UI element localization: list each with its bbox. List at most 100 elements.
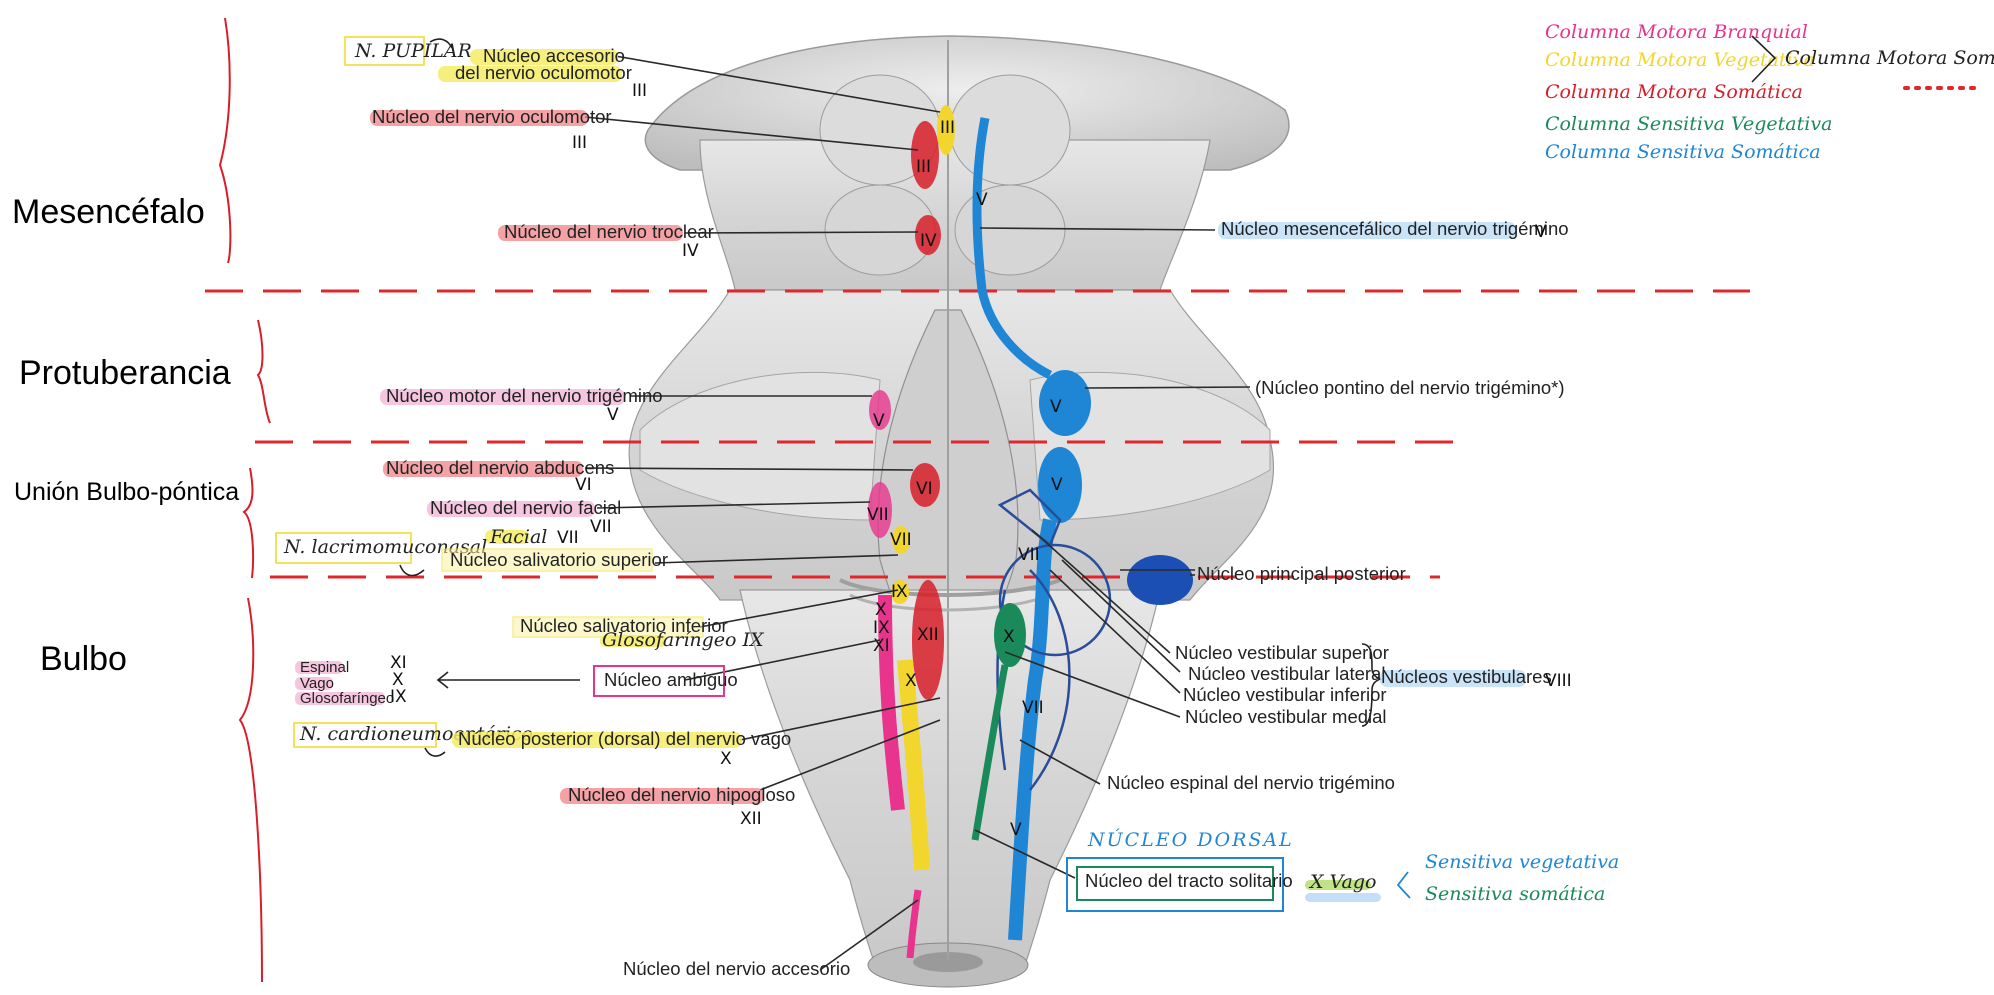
nucleus-salivatorio-inferior <box>891 580 909 604</box>
bracket-union <box>242 467 255 579</box>
hand-iii-1: III <box>632 81 647 101</box>
label-accesorio-oculomotor-1: Núcleo accesorio <box>483 45 625 66</box>
label-abducens: Núcleo del nervio abducens <box>386 457 614 478</box>
legend-item-motora-branquial: Columna Motora Branquial <box>1545 21 1808 43</box>
nuclei <box>868 105 1193 959</box>
label-principal-posterior: Núcleo principal posterior <box>1197 563 1406 584</box>
hand-x-vago: X <box>720 749 732 769</box>
region-title-protuberancia: Protuberancia <box>19 354 231 392</box>
numeral-iii-accesorio: III <box>940 118 955 138</box>
hand-iv: IV <box>682 241 699 261</box>
label-accesorio-oculomotor-2: del nervio oculomotor <box>455 62 632 83</box>
label-accesorio: Núcleo del nervio accesorio <box>623 958 850 979</box>
numeral-ix-salivatorio: IX <box>891 582 908 602</box>
bracket-protuberancia <box>256 319 271 424</box>
right-labels: Núcleo mesencefálico del nervio trigémin… <box>1066 218 1619 912</box>
nuclei-numerals: III III IV V V V V VI VII VII VII IX X I… <box>867 118 1063 840</box>
nucleus-espinal-trigemino <box>1008 518 1057 941</box>
label-glosofaringeo: Glosofaríngeo <box>300 690 394 707</box>
hand-v-mesencefalico: V <box>1535 222 1547 242</box>
numeral-vii-facial: VII <box>867 505 889 525</box>
numeral-vi-abducens: VI <box>916 479 933 499</box>
label-espinal-trigemino: Núcleo espinal del nervio trigémino <box>1107 772 1395 793</box>
label-facial: Núcleo del nervio facial <box>430 497 621 518</box>
nucleus-oculomotor <box>911 121 939 189</box>
numeral-iii-oculomotor: III <box>916 157 931 177</box>
label-x-vago: X Vago <box>1308 871 1376 893</box>
numeral-vii-vestibular: VII <box>1018 545 1040 565</box>
legend-item-motora-vegetativa: Columna Motora Vegetativa <box>1545 49 1815 71</box>
nucleus-tracto-solitario-x <box>994 603 1026 667</box>
nucleus-tracto-solitario <box>971 664 1009 841</box>
label-vestibular-inferior: Núcleo vestibular inferior <box>1183 684 1387 705</box>
label-n-lacrimo: N. lacrimomuconasal <box>283 536 487 558</box>
numeral-vii-salivatorio: VII <box>890 530 912 550</box>
region-brackets <box>218 17 271 983</box>
bracket-bulbo <box>238 597 263 983</box>
nucleus-hipogloso <box>912 580 944 700</box>
nucleus-accesorio-oculomotor <box>937 105 955 155</box>
numeral-v-espinal: V <box>1010 820 1022 840</box>
legend-item-sensitiva-somatica: Columna Sensitiva Somática <box>1545 141 1821 163</box>
numeral-iv-troclear: IV <box>920 231 937 251</box>
label-vago-posterior: Núcleo posterior (dorsal) del nervio vag… <box>458 728 791 749</box>
label-ambiguo: Núcleo ambiguo <box>604 669 738 690</box>
region-title-bulbo: Bulbo <box>40 640 127 678</box>
label-vestibular-superior: Núcleo vestibular superior <box>1175 642 1389 663</box>
hand-vii: VII <box>590 517 612 537</box>
label-salivatorio-superior: Núcleo salivatorio superior <box>450 549 668 570</box>
label-oculomotor: Núcleo del nervio oculomotor <box>372 106 612 127</box>
nucleus-pontino-trigemino <box>1039 370 1091 436</box>
numeral-x-ambiguo: X <box>875 600 887 620</box>
label-motor-trigemino: Núcleo motor del nervio trigémino <box>386 385 663 406</box>
nucleus-mesencefalico-trigemino <box>972 117 1053 380</box>
nucleus-principal-posterior <box>1127 555 1193 605</box>
hand-x: X <box>392 670 404 690</box>
nucleus-vago-posterior <box>897 659 930 871</box>
hand-viii: VIII <box>1545 671 1572 691</box>
leader-lines <box>584 55 1251 971</box>
nucleus-abducens <box>910 463 940 507</box>
bracket-mesencefalo <box>218 17 232 264</box>
label-vestibulares: Núcleos vestibulares <box>1381 666 1552 687</box>
hand-v: V <box>607 405 619 425</box>
hand-vii-small: VII <box>557 528 579 548</box>
label-nucleo-dorsal: NÚCLEO DORSAL <box>1087 828 1294 851</box>
left-labels: N. PUPILAR Núcleo accesorio del nervio o… <box>275 36 850 979</box>
nucleus-troclear <box>915 215 941 255</box>
hand-iii-2: III <box>572 133 587 153</box>
label-espinal: Espinal <box>300 659 349 676</box>
hand-vi: VI <box>575 475 592 495</box>
legend-item-sensitiva-vegetativa: Columna Sensitiva Vegetativa <box>1545 113 1832 135</box>
numeral-x-vago: X <box>905 671 917 691</box>
label-vago: Vago <box>300 675 334 692</box>
region-dividers <box>205 289 1750 579</box>
region-title-mesencefalo: Mesencéfalo <box>12 193 205 231</box>
nucleus-accesorio <box>906 889 922 959</box>
numeral-vii-espinal: VII <box>1022 698 1044 718</box>
label-sens-veg: Sensitiva vegetativa <box>1425 851 1619 873</box>
label-sens-som: Sensitiva somática <box>1425 883 1605 905</box>
legend: Columna Motora Branquial Columna Motora … <box>1545 21 1994 163</box>
nucleus-facial <box>868 482 892 538</box>
label-vestibular-lateral: Núcleo vestibular lateral <box>1188 663 1385 684</box>
nucleus-vestibular-inferior <box>1029 569 1071 791</box>
legend-item-motora-somatica: Columna Motora Somática <box>1545 81 1803 103</box>
legend-bracket <box>1751 35 1777 83</box>
numeral-ix-ambiguo: IX <box>873 618 890 638</box>
nucleus-motor-trigemino <box>869 390 891 430</box>
region-title-union: Unión Bulbo-póntica <box>14 478 239 506</box>
hand-xii: XII <box>740 809 762 829</box>
label-pontino-trigemino: (Núcleo pontino del nervio trigémino*) <box>1255 377 1565 398</box>
hand-xi: XI <box>390 653 407 673</box>
numeral-v-motor: V <box>873 411 885 431</box>
hand-ix: IX <box>390 687 407 707</box>
numeral-xii-hipogloso: XII <box>917 625 939 645</box>
numeral-v-pontino: V <box>1050 397 1062 417</box>
label-salivatorio-inferior: Núcleo salivatorio inferior <box>520 615 728 636</box>
hand-glosofaringeo: Glosofaríngeo IX <box>602 629 765 651</box>
label-hipogloso: Núcleo del nervio hipogloso <box>568 784 795 805</box>
numeral-v-lower: V <box>1051 475 1063 495</box>
label-troclear: Núcleo del nervio troclear <box>504 221 714 242</box>
